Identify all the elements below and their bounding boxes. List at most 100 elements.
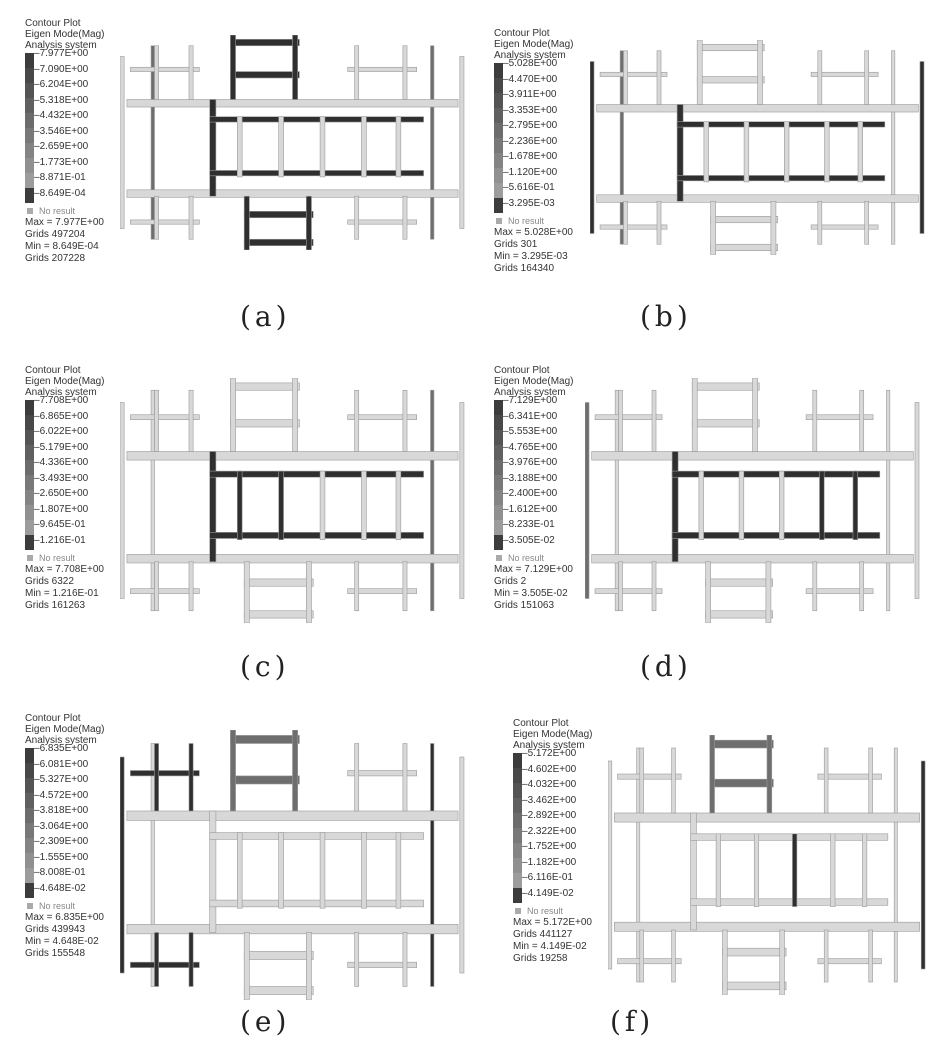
scale-tick-label: –2.650E+00 [34,488,89,499]
scale-swatch [25,763,34,778]
min-grid-id: Grids 161263 [25,600,86,611]
scale-tick-label: –3.188E+00 [503,472,558,484]
center-bot-v2 [779,929,785,995]
right-block-v2 [402,743,408,812]
scale-tick-label: –5.553E+00 [503,426,558,437]
max-value: Max = 7.977E+00 [25,217,104,228]
scale-swatch [494,445,503,460]
cell-divider-2 [319,470,326,540]
color-scale: –5.028E+00–4.470E+00–3.911E+00–3.353E+00… [494,58,634,213]
min-max-stats: Max = 7.708E+00 Grids 6322 Min = 1.216E-… [25,564,165,612]
panel-caption-a: (a) [240,300,291,333]
min-max-stats: Max = 7.977E+00 Grids 497204 Min = 8.649… [25,217,165,265]
rail-bottom [126,554,459,564]
min-grid-id: Grids 151063 [494,600,555,611]
center-top-h1 [691,382,760,391]
post-left-inner [150,45,155,240]
scale-swatch [25,113,34,128]
scale-swatch [25,460,34,475]
legend-header-line: Contour Plot [513,718,569,729]
scale-tick-label: –6.081E+00 [34,758,89,770]
center-top-h1 [230,735,300,744]
scale-tick-label: –4.032E+00 [522,779,577,790]
cell-divider-3 [830,833,836,907]
no-result-legend: No result [25,205,165,217]
scale-tick-label: –7.129E+00 [503,395,558,406]
post-right-inner [886,389,891,612]
legend-header-line: Contour Plot [494,365,550,376]
rail-top [126,451,459,461]
scale-tick-label: –2.892E+00 [522,810,577,821]
spine-h-bot [209,532,424,539]
left-block-v2 [651,389,657,452]
scale-swatch [494,460,503,475]
right-block-bottom [805,588,874,594]
right-block-v3 [823,929,829,983]
right-block-v1 [812,389,818,452]
center-top-h2 [691,419,760,428]
scale-tick-label: –5.318E+00 [34,94,89,106]
min-value: Min = 4.149E-02 [513,941,587,952]
scale-tick-label: –6.022E+00 [34,426,89,437]
max-value: Max = 5.028E+00 [494,227,573,238]
no-result-swatch [27,903,33,909]
rail-bottom [596,194,919,203]
scale-tick-label: –3.976E+00 [503,457,558,468]
legend-header-line: Eigen Mode(Mag) [494,376,574,387]
color-scale: –5.172E+00–4.602E+00–4.032E+00–3.462E+00… [513,748,653,903]
cell-divider-1 [738,470,745,540]
scale-tick-label: –8.649E-04 [34,187,86,199]
right-block-v4 [859,561,865,612]
scale-swatch [25,838,34,853]
min-value: Min = 8.649E-04 [25,241,99,252]
scale-tick-label: –4.149E-02 [522,887,574,899]
no-result-legend: No result [25,900,165,912]
cell-divider-0 [237,116,243,178]
scale-swatch [494,153,503,168]
min-grid-id: Grids 155548 [25,948,86,959]
right-block-bottom [817,958,882,965]
left-block-bottom [617,958,682,965]
cell-divider-2 [779,470,785,540]
scale-swatch [25,883,34,898]
cell-divider-4 [395,116,402,178]
post-right-inner [893,747,898,983]
left-block-top [130,66,200,72]
scale-tick-label: –4.602E+00 [522,763,577,775]
cell-divider-0 [698,470,704,540]
left-block-v3 [154,561,159,612]
outer-post-right [914,402,920,599]
scale-tick-label: –5.616E-01 [503,182,555,193]
cell-divider-4 [852,470,858,540]
scale-swatch [494,63,503,78]
cell-divider-4 [857,121,863,183]
legend-header-line: Eigen Mode(Mag) [513,729,593,740]
right-block-top [347,66,417,72]
center-bot-v2 [765,561,772,623]
left-block-v3 [623,200,628,245]
cell-divider-2 [784,121,790,183]
left-block-v1 [154,743,159,812]
left-block-v4 [656,200,662,245]
spine-h-bot [676,175,886,182]
center-bot-v2 [306,932,312,1000]
spine-h-bot [690,898,889,906]
right-block-v3 [817,200,823,245]
center-top-h2 [230,775,300,785]
left-block-v2 [188,389,194,452]
left-block-v4 [671,929,676,983]
left-block-top [594,414,663,420]
left-block-v4 [651,561,657,612]
scale-tick-label: –1.773E+00 [34,156,89,168]
rail-bottom [126,924,459,935]
center-top-v1 [696,40,703,105]
outer-post-right [459,56,465,229]
center-bot-h2 [722,981,787,991]
spine-h-top [671,470,881,478]
center-top-v1 [230,730,236,812]
scale-tick-label: –4.765E+00 [503,441,558,453]
center-bot-v1 [710,200,716,255]
spine-h-top [209,116,424,123]
scale-tick-label: –3.911E+00 [503,89,557,100]
